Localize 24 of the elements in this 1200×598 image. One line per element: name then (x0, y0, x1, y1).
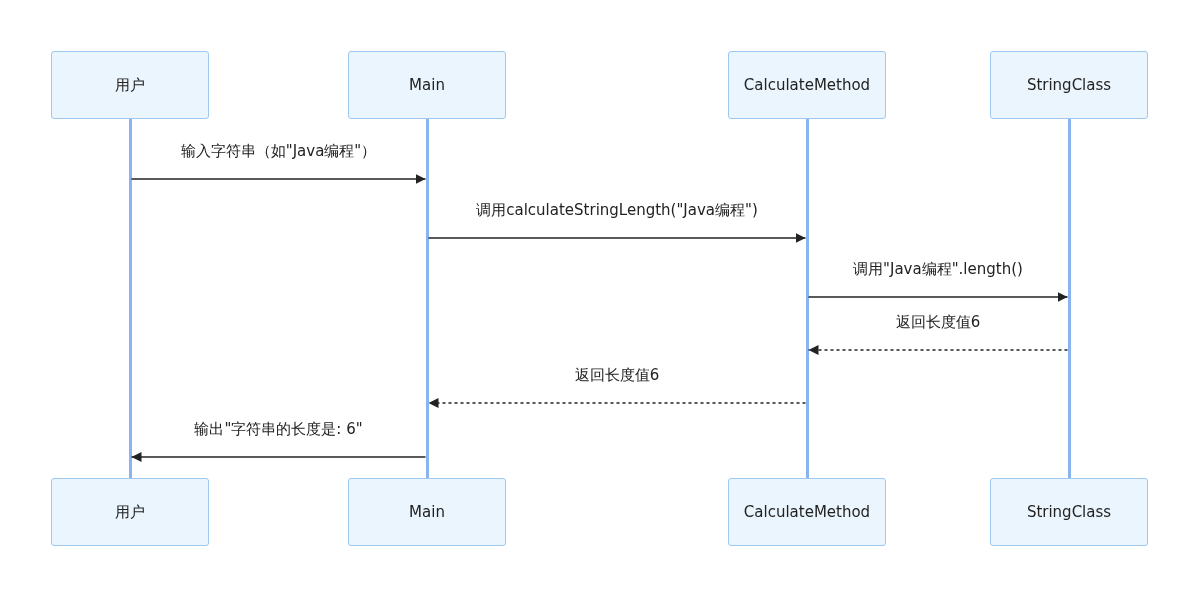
participant-box: Main (348, 478, 506, 546)
edge-label: 调用calculateStringLength("Java编程") (476, 201, 758, 220)
message-arrow (807, 292, 1069, 302)
participant-box: 用户 (51, 51, 209, 119)
message-arrow (130, 174, 427, 184)
message-arrow (807, 345, 1069, 355)
lifeline (425, 119, 429, 478)
participant-box: CalculateMethod (728, 51, 886, 119)
participant-box: StringClass (990, 478, 1148, 546)
participant-box: CalculateMethod (728, 478, 886, 546)
edge-label: 返回长度值6 (895, 313, 981, 332)
lifeline (128, 119, 132, 478)
edge-label: 返回长度值6 (574, 366, 660, 385)
edge-label: 输出"字符串的长度是: 6" (194, 420, 363, 439)
message-arrow (427, 233, 807, 243)
edge-label: 输入字符串（如"Java编程"） (180, 142, 377, 161)
participant-box: StringClass (990, 51, 1148, 119)
participant-box: 用户 (51, 478, 209, 546)
edge-label: 调用"Java编程".length() (853, 260, 1023, 279)
lifeline (1067, 119, 1071, 478)
message-arrow (130, 452, 427, 462)
lifeline (805, 119, 809, 478)
participant-box: Main (348, 51, 506, 119)
message-arrow (427, 398, 807, 408)
